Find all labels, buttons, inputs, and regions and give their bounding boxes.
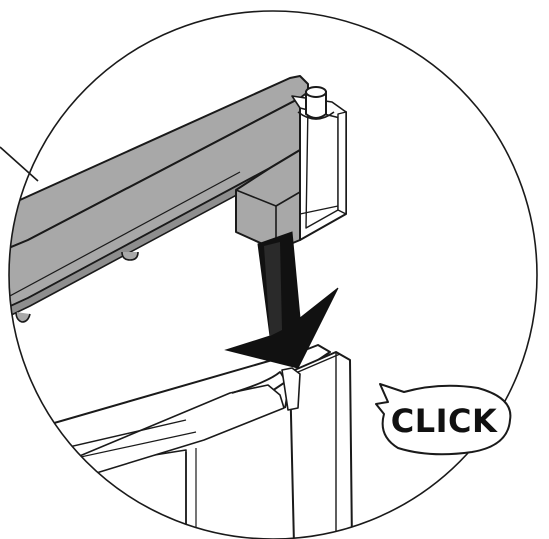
detail-contents <box>9 75 353 539</box>
lower-panel <box>29 344 353 539</box>
detail-circle <box>8 10 538 539</box>
arrow-down-icon <box>224 231 339 369</box>
speech-bubble-icon <box>375 383 512 456</box>
click-label: CLICK <box>391 402 498 440</box>
locking-pin <box>297 86 335 120</box>
upper-rail <box>9 75 309 331</box>
leader-line <box>0 146 39 182</box>
